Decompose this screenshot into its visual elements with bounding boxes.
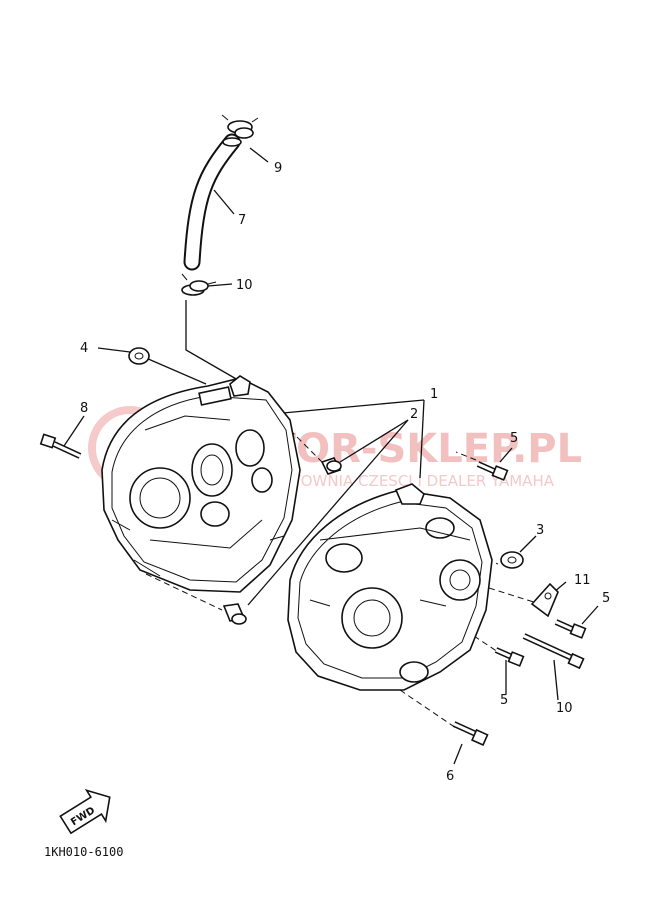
washer-3 [500,551,524,569]
watermark-tagline: HURTOWNIA CZESCI I DEALER YAMAHA [260,472,555,490]
callout-9: 7 [238,213,246,228]
crankcase-right [287,483,493,691]
callout-2: 2 [410,407,418,422]
callout-5-right: 5 [602,591,610,606]
callout-5-upper: 5 [510,431,518,446]
hose-clip-bottom [181,273,217,296]
hose-clip-top [221,114,259,139]
callout-10-top: 9 [274,161,282,176]
breather-hose [183,133,242,271]
fwd-arrow-icon: FWD [59,789,111,835]
callout-6: 6 [446,769,454,784]
callout-3: 3 [536,523,544,538]
diagram-code: 1KH010-6100 [44,845,123,859]
callout-4: 4 [80,341,88,356]
washer-4 [128,347,150,365]
callout-11: 11 [574,573,591,588]
callout-10-bottom: 10 [236,278,253,293]
crankcase-left [101,375,301,593]
callout-7: 8 [80,401,88,416]
bolt-7 [39,433,82,459]
bracket-11 [530,582,559,618]
bolt-5-upper [476,461,509,481]
callout-5-middle: 5 [500,693,508,708]
dowel-pin-upper [320,457,342,475]
bolt-5-middle [494,647,525,667]
bolt-8 [522,633,585,670]
callout-labels: 9 7 10 4 8 1 2 5 3 11 5 5 10 6 [80,161,610,784]
bolt-6 [452,721,489,746]
callout-1: 1 [430,387,438,402]
bolt-5-right [554,619,587,639]
dowel-pin-lower [222,603,247,625]
callout-8: 10 [556,701,573,716]
